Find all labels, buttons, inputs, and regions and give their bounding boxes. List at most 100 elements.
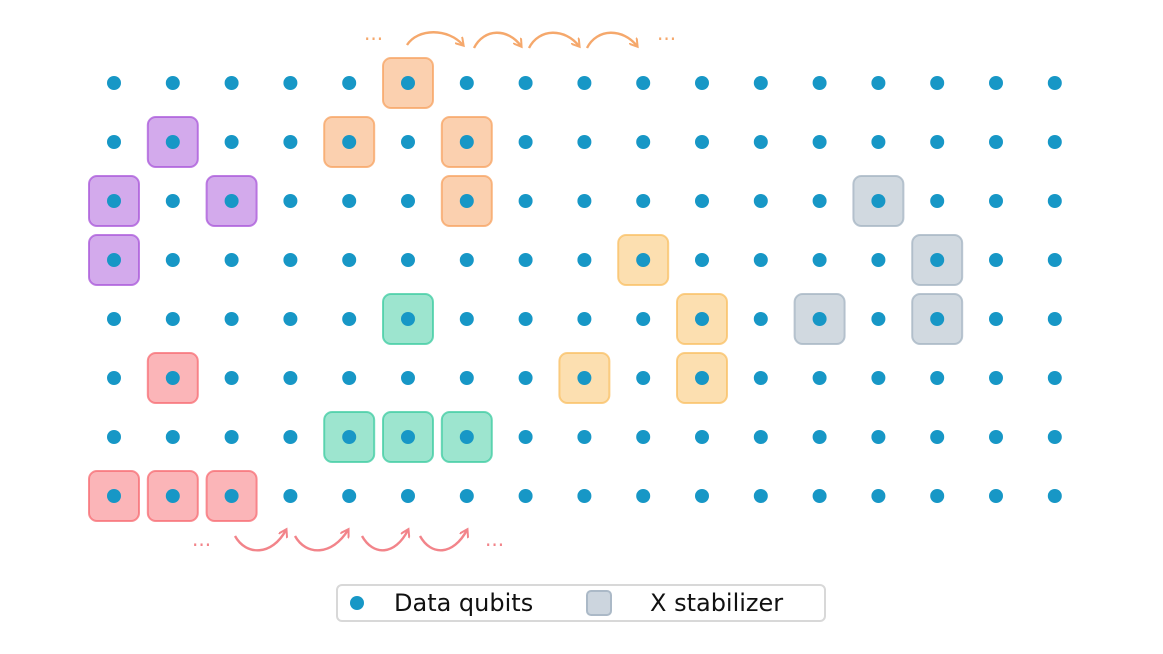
data-qubit xyxy=(812,194,827,208)
data-qubit xyxy=(224,253,239,267)
data-qubit xyxy=(165,76,180,90)
data-qubit xyxy=(695,371,709,385)
data-qubit xyxy=(518,194,533,208)
data-qubit xyxy=(518,135,533,149)
data-qubit xyxy=(459,371,474,385)
data-qubit xyxy=(459,76,474,90)
data-qubit xyxy=(636,76,651,90)
data-qubit-layer xyxy=(107,76,1062,503)
data-qubit xyxy=(577,194,592,208)
data-qubit xyxy=(107,253,121,267)
data-qubit xyxy=(165,135,180,149)
data-qubit xyxy=(1047,253,1062,267)
data-qubit xyxy=(871,312,886,326)
data-qubit xyxy=(224,76,239,90)
data-qubit xyxy=(812,312,827,326)
data-qubit xyxy=(283,430,298,444)
data-qubit xyxy=(695,312,709,326)
data-qubit xyxy=(577,430,592,444)
data-qubit xyxy=(459,135,474,149)
data-qubit xyxy=(401,312,415,326)
data-qubit-marker-icon xyxy=(350,596,364,610)
data-qubit xyxy=(459,430,474,444)
data-qubit xyxy=(1047,430,1062,444)
data-qubit xyxy=(283,76,298,90)
top-shift-arrow-4 xyxy=(585,31,637,49)
data-qubit xyxy=(342,135,357,149)
data-qubit xyxy=(812,430,827,444)
data-qubit xyxy=(695,430,709,444)
data-qubit xyxy=(753,253,768,267)
data-qubit xyxy=(930,253,945,267)
data-qubit xyxy=(283,253,298,267)
data-qubit xyxy=(459,312,474,326)
data-qubit xyxy=(224,135,239,149)
data-qubit xyxy=(518,371,533,385)
data-qubit xyxy=(812,371,827,385)
data-qubit xyxy=(1047,371,1062,385)
x-stabilizer-marker-icon xyxy=(586,590,612,616)
top-shift-arrow-2 xyxy=(472,31,521,49)
data-qubit xyxy=(989,489,1003,503)
data-qubit xyxy=(989,135,1003,149)
data-qubit xyxy=(107,371,121,385)
data-qubit xyxy=(401,194,415,208)
data-qubit xyxy=(165,312,180,326)
data-qubit xyxy=(930,371,945,385)
data-qubit xyxy=(753,371,768,385)
data-qubit xyxy=(753,430,768,444)
data-qubit xyxy=(165,194,180,208)
data-qubit xyxy=(283,194,298,208)
data-qubit xyxy=(107,76,121,90)
data-qubit xyxy=(753,194,768,208)
data-qubit xyxy=(283,489,298,503)
data-qubit xyxy=(695,76,709,90)
data-qubit xyxy=(930,489,945,503)
data-qubit xyxy=(107,489,121,503)
bottom-shift-arrow-1 xyxy=(233,530,286,552)
data-qubit xyxy=(753,76,768,90)
data-qubit xyxy=(695,489,709,503)
data-qubit xyxy=(518,312,533,326)
data-qubit xyxy=(577,135,592,149)
data-qubit xyxy=(459,489,474,503)
data-qubit xyxy=(283,371,298,385)
bottom-shift-arrows: ... ... xyxy=(192,527,504,552)
data-qubit xyxy=(695,194,709,208)
legend-label-data-qubits: Data qubits xyxy=(394,589,534,617)
data-qubit xyxy=(753,312,768,326)
data-qubit xyxy=(989,430,1003,444)
data-qubit xyxy=(577,489,592,503)
data-qubit xyxy=(577,312,592,326)
data-qubit xyxy=(401,253,415,267)
legend-item-x-stabilizer: X stabilizer xyxy=(586,586,783,620)
data-qubit xyxy=(165,430,180,444)
data-qubit xyxy=(342,489,357,503)
data-qubit xyxy=(871,194,886,208)
data-qubit xyxy=(871,371,886,385)
data-qubit xyxy=(401,371,415,385)
top-right-ellipsis: ... xyxy=(657,21,676,45)
data-qubit xyxy=(165,489,180,503)
data-qubit xyxy=(165,371,180,385)
bottom-left-ellipsis: ... xyxy=(192,527,211,551)
top-shift-arrows: ... ... xyxy=(364,21,676,49)
data-qubit xyxy=(224,194,239,208)
data-qubit xyxy=(1047,312,1062,326)
data-qubit xyxy=(459,253,474,267)
data-qubit xyxy=(753,489,768,503)
data-qubit xyxy=(636,371,651,385)
data-qubit xyxy=(224,430,239,444)
data-qubit xyxy=(1047,194,1062,208)
data-qubit xyxy=(989,76,1003,90)
legend-label-x-stabilizer: X stabilizer xyxy=(650,589,784,617)
legend: Data qubits X stabilizer xyxy=(336,584,826,622)
data-qubit xyxy=(695,253,709,267)
data-qubit xyxy=(812,253,827,267)
data-qubit xyxy=(812,135,827,149)
stabilizer-layer xyxy=(88,57,964,522)
data-qubit xyxy=(518,489,533,503)
data-qubit xyxy=(283,135,298,149)
bottom-shift-arrow-3 xyxy=(360,530,408,552)
